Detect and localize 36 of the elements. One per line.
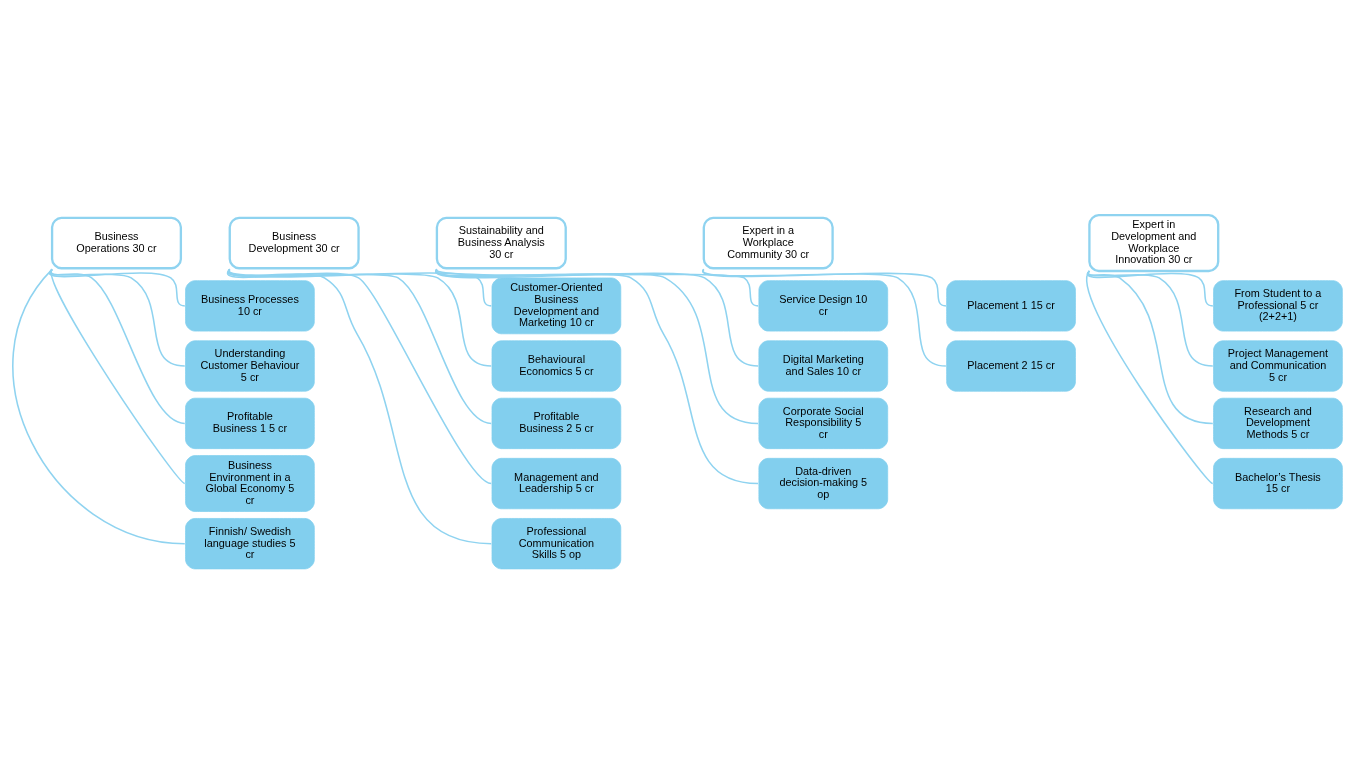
connector [229, 268, 492, 424]
node-box: Project Management and Communication 5 cr [1213, 339, 1343, 392]
node-box: Placement 2 15 cr [946, 339, 1076, 392]
connector [226, 268, 492, 484]
node-box: Business Processes 10 cr [185, 279, 315, 331]
node-box: Management and Leadership 5 cr [491, 457, 622, 509]
node-box: Understanding Customer Behaviour 5 cr [185, 339, 315, 392]
node-box: Corporate Social Responsibility 5 cr [758, 397, 889, 449]
connector [703, 268, 947, 367]
connector [436, 268, 759, 307]
node-box: Expert in Development and Workplace Innovation 30 cr [1088, 213, 1220, 272]
connector [436, 268, 759, 424]
connector [436, 268, 759, 484]
connector [436, 268, 759, 367]
connector [51, 268, 186, 484]
node-box: Finnish/ Swedish language studies 5 cr [185, 517, 315, 569]
node-box: Bachelor’s Thesis 15 cr [1213, 457, 1343, 509]
node-box: Business Environment in a Global Economy 5 cr [185, 454, 315, 512]
node-box: Placement 1 15 cr [946, 279, 1076, 331]
node-box: Behavioural Economics 5 cr [491, 339, 622, 392]
node-box: From Student to a Professional 5 cr (2+2+1) [1213, 279, 1343, 331]
connector [12, 268, 186, 544]
node-box: Research and Development Methods 5 cr [1213, 397, 1343, 449]
node-box: Customer-Oriented Business Development and Marketing 10 cr [491, 277, 622, 334]
node-box: Profitable Business 1 5 cr [185, 397, 315, 449]
connector [227, 268, 492, 544]
node-box: Business Development 30 cr [228, 216, 360, 269]
node-box: Data-driven decision-making 5 op [758, 457, 889, 509]
node-box: Profitable Business 2 5 cr [491, 397, 622, 449]
node-box: Expert in a Workplace Community 30 cr [702, 216, 834, 269]
connector [1085, 269, 1214, 484]
node-box: Sustainability and Business Analysis 30 cr [435, 216, 567, 269]
node-box: Business Operations 30 cr [50, 216, 183, 269]
node-box: Service Design 10 cr [758, 279, 889, 331]
node-box: Digital Marketing and Sales 10 cr [758, 339, 889, 392]
node-box: Professional Communication Skills 5 op [491, 517, 622, 569]
